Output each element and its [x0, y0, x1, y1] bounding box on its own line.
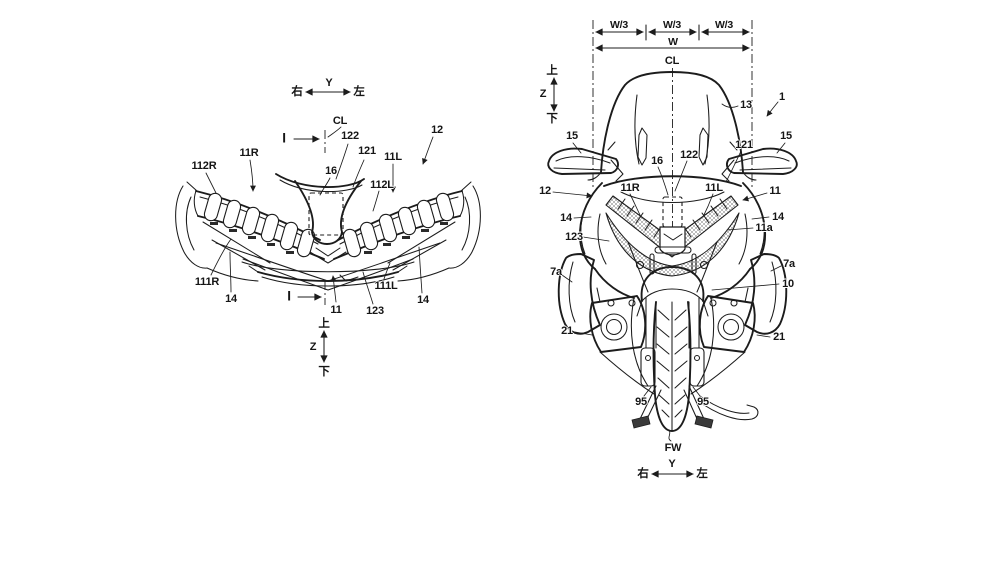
lv-ref-14-left: 14 — [225, 293, 237, 305]
lv-ref-11L: 11L — [384, 151, 402, 163]
rv-ref-14-left: 14 — [560, 212, 572, 224]
lv-ref-12: 12 — [431, 124, 443, 136]
lv-ref-123: 123 — [366, 305, 384, 317]
lv-axis-z-letter: Z — [309, 341, 317, 353]
lv-ref-111R: 111R — [194, 276, 220, 288]
rv-axis-z-letter: Z — [539, 88, 547, 100]
lv-ref-11R: 11R — [239, 147, 259, 159]
rv-ref-95-left: 95 — [635, 396, 647, 408]
rv-ref-95-right: 95 — [697, 396, 709, 408]
rv-ref-7a-right: 7a — [783, 258, 795, 270]
rv-ref-12: 12 — [539, 185, 551, 197]
rv-dim-w-total: W — [668, 36, 678, 48]
rv-ref-11R: 11R — [620, 182, 640, 194]
lv-ref-121: 121 — [358, 145, 376, 157]
rv-dim-w3-right: W/3 — [714, 19, 734, 31]
lv-section-marker-top: I — [282, 130, 286, 146]
rv-dim-w3-left: W/3 — [609, 19, 629, 31]
rv-ref-7a-left: 7a — [550, 266, 562, 278]
lv-axis-y-left-char: 左 — [353, 84, 365, 98]
lv-ref-112R: 112R — [191, 160, 217, 172]
rv-ref-11: 11 — [769, 185, 781, 197]
lv-ref-16: 16 — [325, 165, 337, 177]
rv-ref-123: 123 — [565, 231, 583, 243]
rv-ref-21-right: 21 — [773, 331, 785, 343]
rv-dim-w3-mid: W/3 — [662, 19, 682, 31]
right-front-view-drawing — [547, 20, 798, 478]
rv-ref-14-right: 14 — [772, 211, 784, 223]
rv-ref-fw: FW — [664, 442, 682, 454]
rv-ref-122: 122 — [680, 149, 698, 161]
rv-axis-z-up-char: 上 — [546, 63, 558, 77]
rv-axis-y-letter: Y — [668, 458, 676, 470]
rv-ref-10: 10 — [782, 278, 794, 290]
rv-ref-1: 1 — [779, 91, 785, 103]
lv-axis-z-down-char: 下 — [318, 364, 330, 378]
lv-ref-122: 122 — [341, 130, 359, 142]
rv-axis-y-right-char: 右 — [637, 466, 649, 480]
rv-axis-z-down-char: 下 — [546, 111, 558, 125]
rv-ref-15-left: 15 — [566, 130, 578, 142]
rv-ref-15-right: 15 — [780, 130, 792, 142]
rv-ref-16: 16 — [651, 155, 663, 167]
rv-centerline-label: CL — [664, 55, 680, 67]
rv-axis-y-left-char: 左 — [696, 466, 708, 480]
rv-ref-21-left: 21 — [561, 325, 573, 337]
lv-centerline-label: CL — [332, 115, 348, 127]
left-cowl-drawing — [175, 88, 481, 363]
rv-ref-13: 13 — [740, 99, 752, 111]
rv-ref-11a: 11a — [755, 222, 773, 234]
lv-section-marker-bottom: I — [287, 288, 291, 304]
lv-axis-y-letter: Y — [325, 77, 333, 89]
lv-ref-111L: 111L — [374, 280, 398, 292]
rv-ref-11L: 11L — [705, 182, 723, 194]
lv-ref-11: 11 — [330, 304, 342, 316]
lv-axis-z-up-char: 上 — [318, 316, 330, 330]
lv-axis-y-right-char: 右 — [291, 84, 303, 98]
lv-ref-112L: 112L — [370, 179, 394, 191]
rv-ref-121: 121 — [735, 139, 753, 151]
lv-ref-14-right: 14 — [417, 294, 429, 306]
